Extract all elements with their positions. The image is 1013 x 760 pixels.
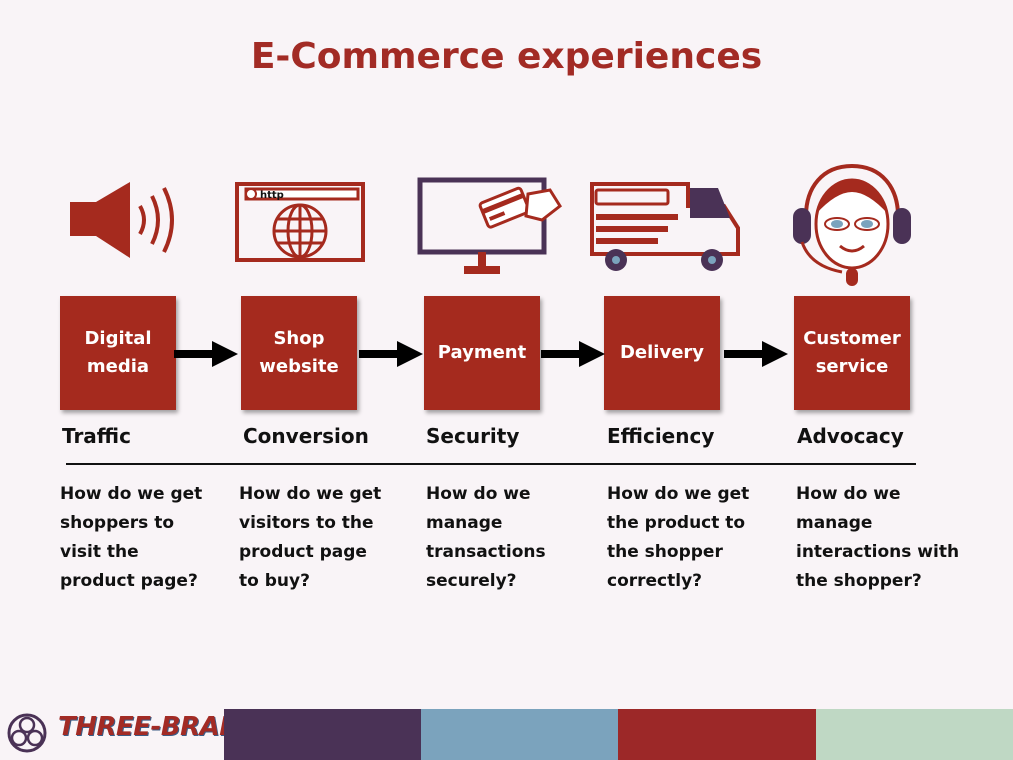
question-line: manage	[796, 513, 873, 533]
question-line: transactions	[426, 542, 546, 562]
browser-globe-icon: http	[235, 182, 365, 262]
delivery-van-icon	[590, 182, 740, 271]
question-line: product page?	[60, 571, 198, 591]
step-box-line: Delivery	[619, 342, 705, 363]
step-question: How do we manage interactions with the s…	[796, 480, 966, 596]
brain-logo-icon	[7, 713, 47, 753]
support-agent-icon	[793, 164, 911, 286]
step-box-digital-media: Digital media	[60, 296, 176, 410]
step-question: How do we get the product to the shopper…	[607, 480, 777, 596]
step-label-security: Security	[426, 424, 520, 448]
arrow-right-icon	[724, 341, 788, 367]
page-title: E-Commerce experiences	[250, 36, 763, 77]
speaker-icon	[70, 182, 174, 258]
step-box-payment: Payment	[424, 296, 540, 410]
step-question: How do we get shoppers to visit the prod…	[60, 480, 230, 596]
question-line: product page	[239, 542, 367, 562]
question-line: How do we get	[607, 484, 750, 504]
step-label-advocacy: Advocacy	[797, 424, 904, 448]
question-line: the product to	[607, 513, 746, 533]
step-box-customer-service: Customer service	[794, 296, 910, 410]
question-line: the shopper	[607, 542, 723, 562]
question-line: shoppers to	[60, 513, 174, 533]
step-box-line: Digital	[84, 328, 152, 349]
step-question: How do we get visitors to the product pa…	[239, 480, 409, 596]
step-box-line: media	[86, 356, 150, 377]
question-line: interactions with	[796, 542, 960, 562]
question-line: correctly?	[607, 571, 703, 591]
step-box-line: website	[259, 356, 339, 377]
footer-color-bar-green	[816, 709, 1013, 760]
question-line: manage	[426, 513, 503, 533]
question-line: How do we get	[60, 484, 203, 504]
step-box-line: service	[815, 356, 889, 377]
question-line: How do we	[426, 484, 531, 504]
footer-color-bar-red	[618, 709, 816, 760]
step-box-shop-website: Shop website	[241, 296, 357, 410]
question-line: How do we	[796, 484, 901, 504]
arrow-right-icon	[174, 341, 238, 367]
step-box-delivery: Delivery	[604, 296, 720, 410]
question-line: the shopper?	[796, 571, 922, 591]
step-box-line: Customer	[803, 328, 901, 349]
question-line: How do we get	[239, 484, 382, 504]
arrow-right-icon	[359, 341, 423, 367]
question-line: visitors to the	[239, 513, 374, 533]
question-line: visit the	[60, 542, 139, 562]
footer-color-bar-blue	[421, 709, 618, 760]
divider	[66, 463, 916, 465]
step-box-line: Shop	[273, 328, 325, 349]
step-label-traffic: Traffic	[62, 424, 131, 448]
question-line: to buy?	[239, 571, 310, 591]
arrow-right-icon	[541, 341, 605, 367]
question-line: securely?	[426, 571, 517, 591]
step-label-conversion: Conversion	[243, 424, 369, 448]
step-box-line: Payment	[437, 342, 527, 363]
monitor-card-icon	[417, 177, 562, 274]
step-label-efficiency: Efficiency	[607, 424, 715, 448]
step-question: How do we manage transactions securely?	[426, 480, 596, 596]
footer-color-bar-purple	[224, 709, 421, 760]
url-text: http	[260, 190, 284, 201]
